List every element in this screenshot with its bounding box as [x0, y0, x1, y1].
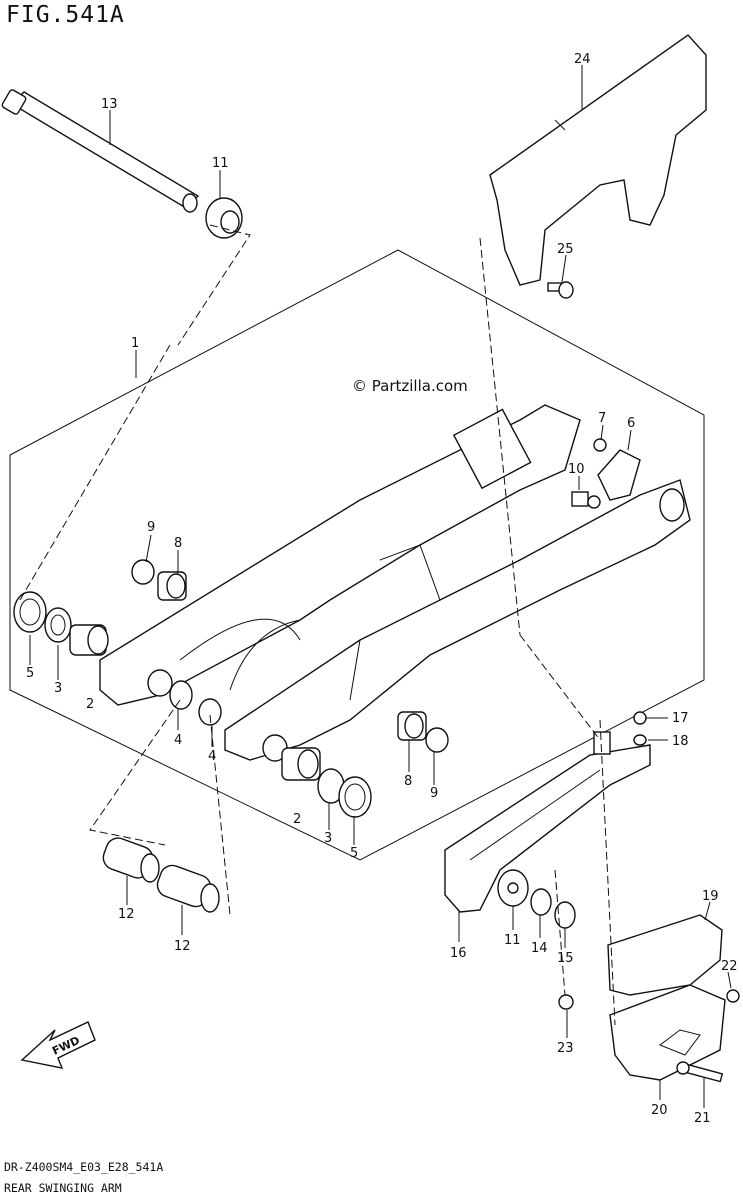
callout-2-right[interactable]: 2 — [293, 812, 301, 827]
callout-15[interactable]: 15 — [557, 951, 574, 966]
callout-18[interactable]: 18 — [672, 734, 689, 749]
figure-title: FIG.541A — [6, 2, 125, 28]
nut-23[interactable] — [558, 994, 574, 1010]
callout-5-right[interactable]: 5 — [350, 846, 358, 861]
washer-3-left[interactable] — [44, 607, 72, 643]
swingarm-body[interactable] — [99, 404, 691, 762]
callout-22[interactable]: 22 — [721, 959, 738, 974]
bolt-21[interactable] — [676, 1061, 724, 1083]
washer-11-lower[interactable] — [497, 869, 529, 907]
callout-11-top[interactable]: 11 — [212, 156, 229, 171]
callout-3-left[interactable]: 3 — [54, 681, 62, 696]
spacer-9-left[interactable] — [131, 559, 155, 585]
callout-9-right[interactable]: 9 — [430, 786, 438, 801]
alignment-line-2 — [19, 344, 171, 601]
callout-5-left[interactable]: 5 — [26, 666, 34, 681]
fwd-arrow-icon: FWD — [20, 1021, 96, 1069]
callout-9-left[interactable]: 9 — [147, 520, 155, 535]
callout-6[interactable]: 6 — [627, 416, 635, 431]
callout-17[interactable]: 17 — [672, 711, 689, 726]
watermark: © Partzilla.com — [352, 377, 468, 395]
bolt-7[interactable] — [593, 438, 607, 452]
callout-13[interactable]: 13 — [101, 97, 118, 112]
callout-2-left[interactable]: 2 — [86, 697, 94, 712]
alignment-line-8 — [554, 869, 566, 996]
callout-24[interactable]: 24 — [574, 52, 591, 67]
chain-guide-19[interactable] — [607, 914, 723, 996]
callout-19[interactable]: 19 — [702, 889, 719, 904]
chain-slider-16[interactable] — [444, 731, 651, 913]
bearing-8-left[interactable] — [157, 571, 187, 601]
collar-4-a[interactable] — [169, 680, 193, 710]
callout-7[interactable]: 7 — [598, 411, 606, 426]
callout-21[interactable]: 21 — [694, 1111, 711, 1126]
collar-4-b[interactable] — [198, 698, 222, 726]
callout-20[interactable]: 20 — [651, 1103, 668, 1118]
leader-lines — [29, 65, 732, 1108]
callout-8-left[interactable]: 8 — [174, 536, 182, 551]
assembly-group-outline — [9, 249, 705, 861]
callout-4-b[interactable]: 4 — [208, 749, 216, 764]
chain-cover-24[interactable] — [489, 34, 707, 286]
pivot-shaft-13[interactable] — [1, 89, 200, 213]
washer-14[interactable] — [530, 888, 552, 916]
callout-8-right[interactable]: 8 — [404, 774, 412, 789]
bearing-2-left[interactable] — [69, 624, 109, 656]
callout-10[interactable]: 10 — [568, 462, 585, 477]
alignment-line-6 — [209, 714, 231, 916]
seal-5-right[interactable] — [338, 776, 372, 818]
alignment-line-1 — [177, 224, 251, 346]
washer-18[interactable] — [633, 734, 647, 746]
guide-plate-20[interactable] — [609, 984, 726, 1081]
nut-22[interactable] — [726, 989, 740, 1003]
bushing-12-a[interactable] — [100, 835, 160, 883]
callout-1[interactable]: 1 — [131, 336, 139, 351]
bearing-2-right[interactable] — [281, 747, 321, 781]
alignment-line-5 — [89, 699, 181, 846]
callout-12-a[interactable]: 12 — [118, 907, 135, 922]
alignment-line-4 — [519, 634, 601, 741]
footer-code: DR-Z400SM4_E03_E28_541A — [4, 1160, 164, 1174]
alignment-line-3 — [479, 237, 521, 636]
callout-23[interactable]: 23 — [557, 1041, 574, 1056]
callout-12-b[interactable]: 12 — [174, 939, 191, 954]
alignment-line-7 — [599, 719, 616, 1026]
callout-16[interactable]: 16 — [450, 946, 467, 961]
callout-14[interactable]: 14 — [531, 941, 548, 956]
bolt-10[interactable] — [571, 491, 601, 509]
bearing-8-right[interactable] — [397, 711, 427, 741]
bushing-12-b[interactable] — [154, 862, 220, 913]
screw-17[interactable] — [633, 711, 647, 725]
callout-4-a[interactable]: 4 — [174, 733, 182, 748]
callout-11-lower[interactable]: 11 — [504, 933, 521, 948]
screw-25[interactable] — [547, 281, 574, 299]
footer-name: REAR SWINGING ARM — [4, 1181, 122, 1195]
bracket-6[interactable] — [597, 449, 641, 501]
washer-11-top[interactable] — [205, 197, 243, 239]
callout-25[interactable]: 25 — [557, 242, 574, 257]
seal-5-left[interactable] — [13, 591, 47, 633]
spacer-9-right[interactable] — [425, 727, 449, 753]
callout-3-right[interactable]: 3 — [324, 831, 332, 846]
